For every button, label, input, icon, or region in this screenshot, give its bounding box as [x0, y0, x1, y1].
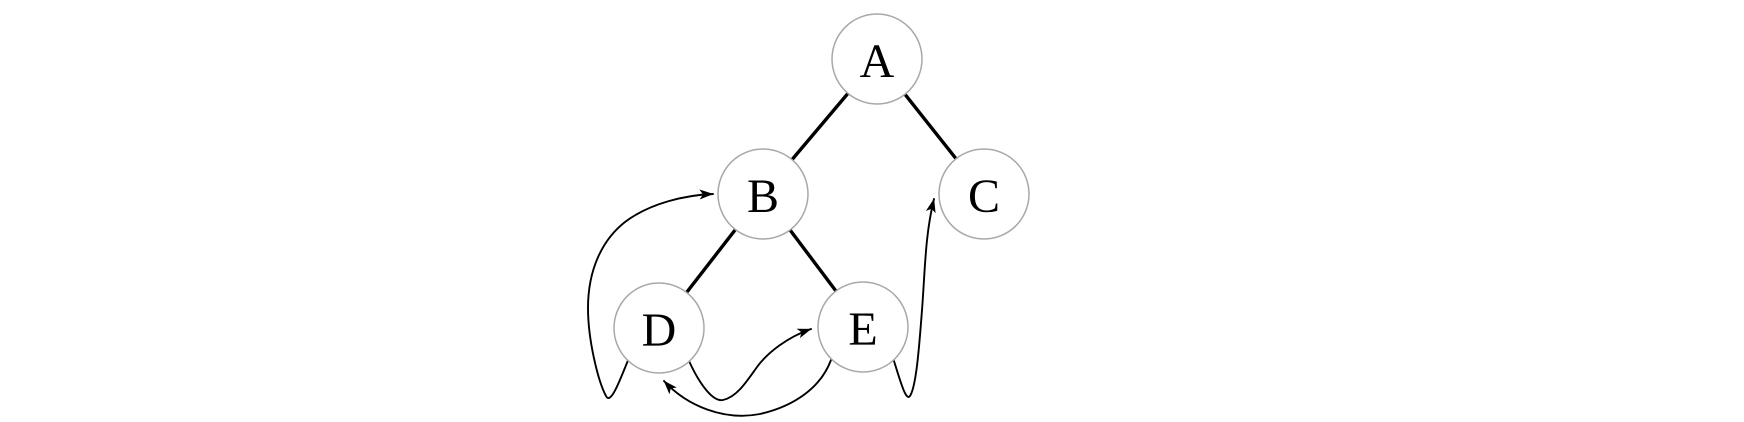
- node-A-label: A: [860, 35, 895, 88]
- node-D-circle: [613, 282, 705, 374]
- thread-arrow-D-B: [587, 189, 714, 399]
- node-A-circle: [831, 13, 923, 105]
- node-C-label: C: [968, 170, 1000, 223]
- thread-arrow-E-C: [893, 198, 936, 398]
- node-E-circle: [817, 281, 909, 373]
- node-C-circle: [938, 148, 1030, 240]
- node-D-label: D: [642, 304, 677, 357]
- thread-arrows: [587, 189, 936, 417]
- nodes: A B C D E: [613, 13, 1030, 374]
- node-B-label: B: [747, 170, 779, 223]
- node-B-circle: [717, 148, 809, 240]
- thread-arrow-E-D: [663, 359, 832, 417]
- thread-arrow-D-E: [688, 328, 812, 401]
- node-E-label: E: [848, 303, 877, 356]
